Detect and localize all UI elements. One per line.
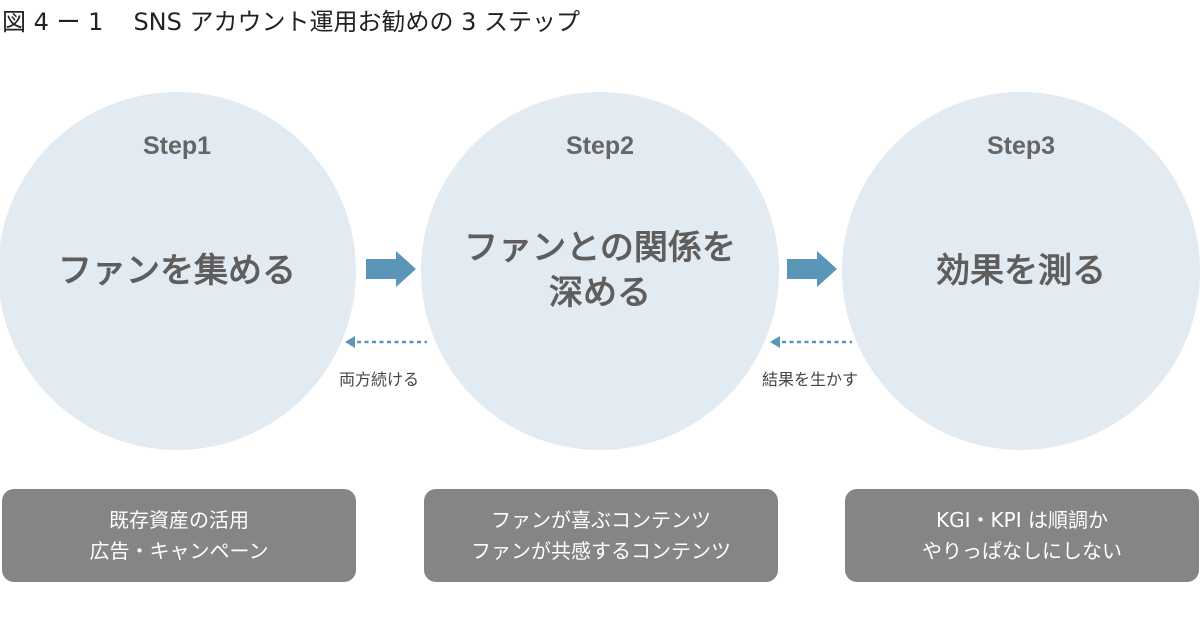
step-3-detail-line-1: KGI・KPI は順調か — [936, 507, 1108, 532]
back-arrow-icon — [345, 336, 427, 348]
step-2-circle: Step2 ファンとの関係を 深める — [421, 92, 779, 450]
step-2-title-line-1: ファンとの関係を — [464, 228, 736, 268]
back-arrow-icon — [770, 336, 852, 348]
step-2-title: ファンとの関係を 深める — [441, 92, 759, 450]
step-1-label: Step1 — [142, 132, 212, 160]
figure-number: 図 4 ー 1 — [2, 8, 104, 36]
forward-arrow-icon — [787, 251, 837, 287]
step-3-detail-line-2: やりっぱなしにしない — [922, 538, 1122, 563]
feedback-label-1: 両方続ける — [339, 370, 420, 389]
forward-arrow-icon — [366, 251, 416, 287]
step-2-detail-line-2: ファンが共感するコンテンツ — [471, 538, 731, 563]
step-2-label: Step2 — [565, 132, 635, 160]
step-1-detail-box: 既存資産の活用 広告・キャンペーン — [2, 489, 356, 582]
step-3-label: Step3 — [986, 132, 1056, 160]
figure-title: 図 4 ー 1 SNS アカウント運用お勧めの 3 ステップ — [2, 2, 580, 37]
step-1-circle: Step1 ファンを集める — [0, 92, 356, 450]
step-1-title: ファンを集める — [18, 92, 336, 450]
step-3-title: 効果を測る — [862, 92, 1180, 450]
figure-caption: SNS アカウント運用お勧めの 3 ステップ — [133, 8, 581, 36]
step-2-title-line-2: 深める — [549, 273, 651, 313]
step-2-detail-line-1: ファンが喜ぶコンテンツ — [491, 507, 711, 532]
step-3-detail-box: KGI・KPI は順調か やりっぱなしにしない — [845, 489, 1199, 582]
step-3-circle: Step3 効果を測る — [842, 92, 1200, 450]
step-3-title-line-1: 効果を測る — [936, 250, 1106, 291]
feedback-label-2: 結果を生かす — [762, 370, 859, 389]
step-1-detail-line-2: 広告・キャンペーン — [89, 538, 269, 563]
step-1-title-line-1: ファンを集める — [58, 250, 296, 291]
step-2-detail-box: ファンが喜ぶコンテンツ ファンが共感するコンテンツ — [424, 489, 778, 582]
step-1-detail-line-1: 既存資産の活用 — [109, 507, 249, 532]
